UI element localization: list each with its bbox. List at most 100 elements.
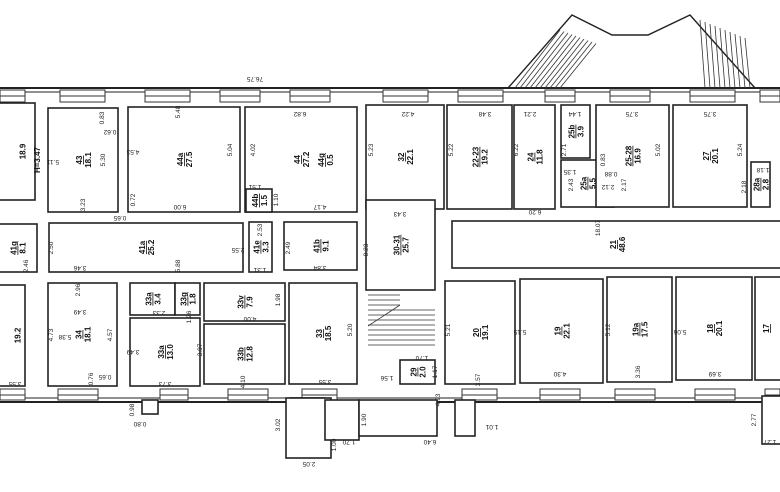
room-number: 27	[702, 151, 711, 160]
room-19a: 19a17.5	[606, 276, 673, 383]
room-label: 28a2.8	[753, 177, 771, 191]
dimension-label: 2.49	[285, 241, 292, 254]
height-note: H=3.47	[33, 146, 42, 173]
room-29: 292.0	[399, 359, 436, 385]
room-22-23: 22-2319.2	[446, 104, 513, 210]
room-44g: 44g0.5	[317, 153, 335, 167]
room-outline	[203, 282, 286, 322]
dimension-label: 2.17	[621, 178, 628, 191]
room-25b: 25b3.9	[560, 104, 591, 159]
dimension-label: 5.48	[175, 105, 182, 118]
room-area: 25.2	[147, 239, 156, 255]
room-33b: 33b12.8	[203, 323, 286, 385]
dimension-label: 4.73	[48, 328, 55, 341]
dimension-label: 0.62	[103, 128, 116, 135]
room-17: 17	[754, 276, 780, 381]
room-area: 2.0	[419, 366, 428, 378]
dimension-label: 3.75	[625, 110, 638, 117]
dimension-label: 4.17	[313, 203, 326, 210]
room-41e: 41e3.3	[248, 221, 273, 273]
room-number: 29	[410, 367, 419, 376]
dimension-label: 3.07	[197, 343, 204, 356]
room-44b: 44b1.5	[245, 188, 273, 213]
room-33v: 33v7.9	[203, 282, 286, 322]
room-label: 1820.1	[706, 320, 724, 336]
room-number: 28a	[753, 177, 762, 191]
room-number: 44	[293, 155, 302, 164]
room-area: 8.1	[19, 242, 28, 254]
room-label: 44b1.5	[251, 194, 269, 208]
room-area: 18.9	[19, 143, 28, 159]
room-label: 17	[762, 324, 771, 333]
dimension-label: 5.30	[100, 153, 107, 166]
porch-steps	[454, 399, 476, 437]
dimension-label: 0.80	[133, 420, 146, 427]
dimension-label: 3.55	[8, 380, 21, 387]
room-label: 25a5.5	[580, 176, 598, 190]
grate	[141, 399, 159, 415]
dimension-label: 3.55	[318, 378, 331, 385]
room-outline	[0, 284, 26, 387]
room-area: 7.9	[246, 296, 255, 308]
dimension-label: 5.24	[737, 143, 744, 156]
porch	[358, 399, 438, 437]
room-label: 19.2	[14, 327, 23, 343]
dimension-label: 5.06	[673, 328, 686, 335]
room-number: 25b	[568, 125, 577, 139]
room-label: 41a25.2	[138, 239, 156, 255]
dimension-label: 6.40	[423, 438, 436, 445]
room-label: 41b9.1	[313, 239, 331, 253]
dimension-label: 0.65	[113, 214, 126, 221]
room-label: 2720.1	[702, 148, 720, 164]
room-24: 2411.8	[513, 104, 556, 210]
room-33a: 33a3.4	[129, 282, 176, 316]
room-area: 18.1	[84, 152, 93, 168]
annex-47k	[285, 397, 332, 459]
room-19: 1922.1	[519, 278, 604, 384]
room-label: 3418.1	[75, 326, 93, 342]
room-number: 32	[397, 152, 406, 161]
dimension-label: 0.88	[604, 170, 617, 177]
dimension-label: 2.71	[561, 143, 568, 156]
room-area: 16.9	[634, 148, 643, 164]
room-outline	[0, 102, 36, 201]
room-33: 3318.5	[288, 282, 358, 385]
room-outline	[444, 280, 516, 385]
room-area: 3.3	[262, 241, 271, 253]
room-33a: 33a13.0	[129, 317, 201, 387]
room-label: 33g1.8	[180, 292, 198, 306]
room-area: 20.1	[715, 320, 724, 336]
room-outline	[174, 282, 201, 316]
room-label: 22-2319.2	[472, 146, 490, 167]
room-area: 1.8	[189, 293, 198, 305]
room-area: 48.6	[618, 236, 627, 252]
room-outline	[365, 104, 445, 210]
room-area: 1.5	[260, 194, 269, 206]
room-number: 20	[472, 328, 481, 337]
room-number: 17	[762, 324, 771, 333]
dimension-label: 5.11	[47, 158, 60, 165]
room-label: 33v7.9	[237, 295, 255, 309]
room-number: 30-31	[393, 234, 402, 255]
room-outline	[245, 188, 273, 213]
dimension-label: 4.57	[107, 328, 114, 341]
dimension-label: 6.00	[173, 203, 186, 210]
dimension-label: 3.84	[313, 264, 326, 271]
room-outline	[672, 104, 748, 208]
room-27: 2720.1	[672, 104, 748, 208]
room-label: 30-3125.7	[393, 234, 411, 255]
room-number: 18	[706, 324, 715, 333]
room-label: 33a3.4	[145, 292, 163, 306]
room-label: 33b12.8	[237, 346, 255, 362]
room-outline	[595, 104, 670, 208]
dimension-label: 1.18	[756, 166, 769, 173]
dimension-label: 1.10	[273, 193, 280, 206]
room-outline	[48, 222, 244, 273]
room-number: 33g	[180, 292, 189, 306]
room-outline	[451, 220, 780, 269]
dimension-label: 6.22	[513, 143, 520, 156]
room-outline	[446, 104, 513, 210]
dimension-label: 5.02	[655, 143, 662, 156]
dimension-label: 3.43	[393, 210, 406, 217]
room-label: 44g0.5	[317, 153, 335, 167]
